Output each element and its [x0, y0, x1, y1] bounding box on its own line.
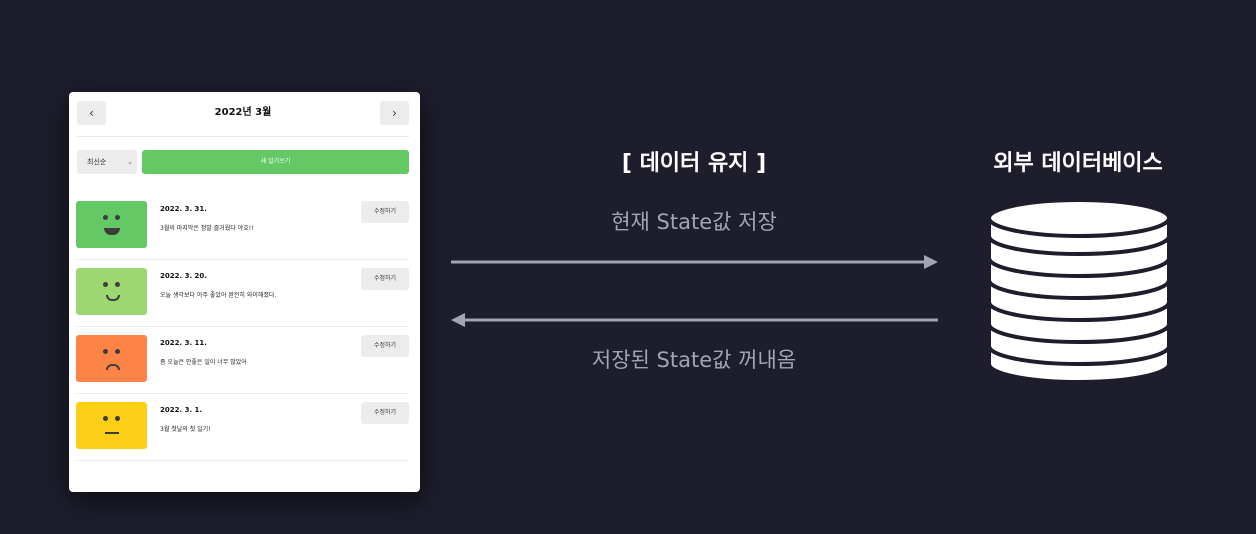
- diary-item[interactable]: 2022. 3. 1. 3월 첫날의 첫 일기! 수정하기: [76, 394, 409, 461]
- emotion-bad-icon[interactable]: [76, 335, 147, 382]
- face-eye: [115, 349, 120, 354]
- prev-month-button[interactable]: ‹: [77, 101, 106, 125]
- emotion-very-happy-icon[interactable]: [76, 201, 147, 248]
- save-state-label: 현재 State값 저장: [611, 210, 777, 234]
- new-diary-button[interactable]: 새 일기쓰기: [142, 150, 409, 174]
- diary-list: 2022. 3. 31. 3월의 마지막은 정말 즐거웠다 야호!! 수정하기 …: [76, 193, 409, 461]
- face-eye: [103, 349, 108, 354]
- save-arrow: [451, 255, 938, 269]
- diary-content: 3월 첫날의 첫 일기!: [160, 426, 211, 433]
- emotion-normal-icon[interactable]: [76, 402, 147, 449]
- edit-button[interactable]: 수정하기: [361, 335, 409, 357]
- diary-date: 2022. 3. 11.: [160, 339, 207, 347]
- diary-item[interactable]: 2022. 3. 11. 좀 오늘은 안좋은 일이 너무 많았어 수정하기: [76, 327, 409, 394]
- header-divider: [77, 136, 409, 137]
- diary-date: 2022. 3. 1.: [160, 406, 203, 414]
- section-title: [ 데이터 유지 ]: [621, 151, 767, 176]
- edit-button[interactable]: 수정하기: [361, 402, 409, 424]
- next-month-button[interactable]: ›: [380, 101, 409, 125]
- diary-item[interactable]: 2022. 3. 20. 오늘 생각보다 아주 좋았어 완전히 와이해졌다. 수…: [76, 260, 409, 327]
- face-eye: [103, 215, 108, 220]
- diary-content: 3월의 마지막은 정말 즐거웠다 야호!!: [160, 225, 254, 232]
- load-state-label: 저장된 State값 꺼내옴: [591, 348, 797, 372]
- face-eye: [115, 282, 120, 287]
- face-mouth: [104, 228, 120, 235]
- face-eye: [103, 416, 108, 421]
- sort-select-value: 최신순: [87, 158, 107, 166]
- chevron-down-icon: ⌄: [127, 158, 133, 166]
- arrows: [451, 255, 938, 327]
- load-arrow: [451, 313, 938, 327]
- sort-select[interactable]: 최신순 ⌄: [77, 150, 137, 174]
- face-eye: [103, 282, 108, 287]
- diary-content: 좀 오늘은 안좋은 일이 너무 많았어: [160, 359, 247, 366]
- diary-item[interactable]: 2022. 3. 31. 3월의 마지막은 정말 즐거웠다 야호!! 수정하기: [76, 193, 409, 260]
- face-eye: [115, 416, 120, 421]
- database-icon: [987, 198, 1171, 384]
- diary-app-card: ‹ 2022년 3월 › 최신순 ⌄ 새 일기쓰기 2022. 3. 31. 3…: [69, 92, 420, 492]
- diary-content: 오늘 생각보다 아주 좋았어 완전히 와이해졌다.: [160, 292, 277, 299]
- diary-date: 2022. 3. 31.: [160, 205, 207, 213]
- database-label: 외부 데이터베이스: [993, 151, 1163, 176]
- app-header: ‹ 2022년 3월 ›: [77, 101, 409, 125]
- face-eye: [115, 215, 120, 220]
- edit-button[interactable]: 수정하기: [361, 268, 409, 290]
- face-mouth: [106, 295, 120, 301]
- emotion-happy-icon[interactable]: [76, 268, 147, 315]
- face-mouth: [106, 364, 120, 370]
- edit-button[interactable]: 수정하기: [361, 201, 409, 223]
- diary-date: 2022. 3. 20.: [160, 272, 207, 280]
- app-title: 2022년 3월: [214, 107, 272, 118]
- face-mouth: [105, 432, 119, 434]
